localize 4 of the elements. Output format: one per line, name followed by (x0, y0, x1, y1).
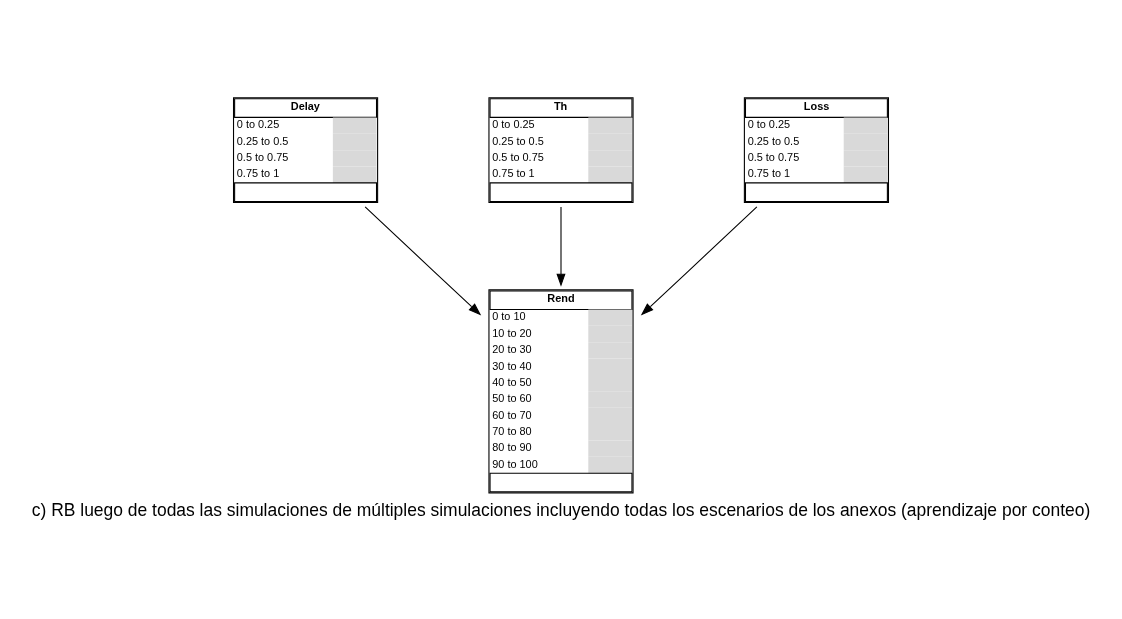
caption: c) RB luego de todas las simulaciones de múltiples simulaciones incluyendo todas los escenarios de los anexos (aprendizaje por conteo) (31, 499, 1091, 520)
arrow (364, 206, 482, 316)
arrow (556, 206, 566, 287)
arrow (640, 206, 758, 316)
